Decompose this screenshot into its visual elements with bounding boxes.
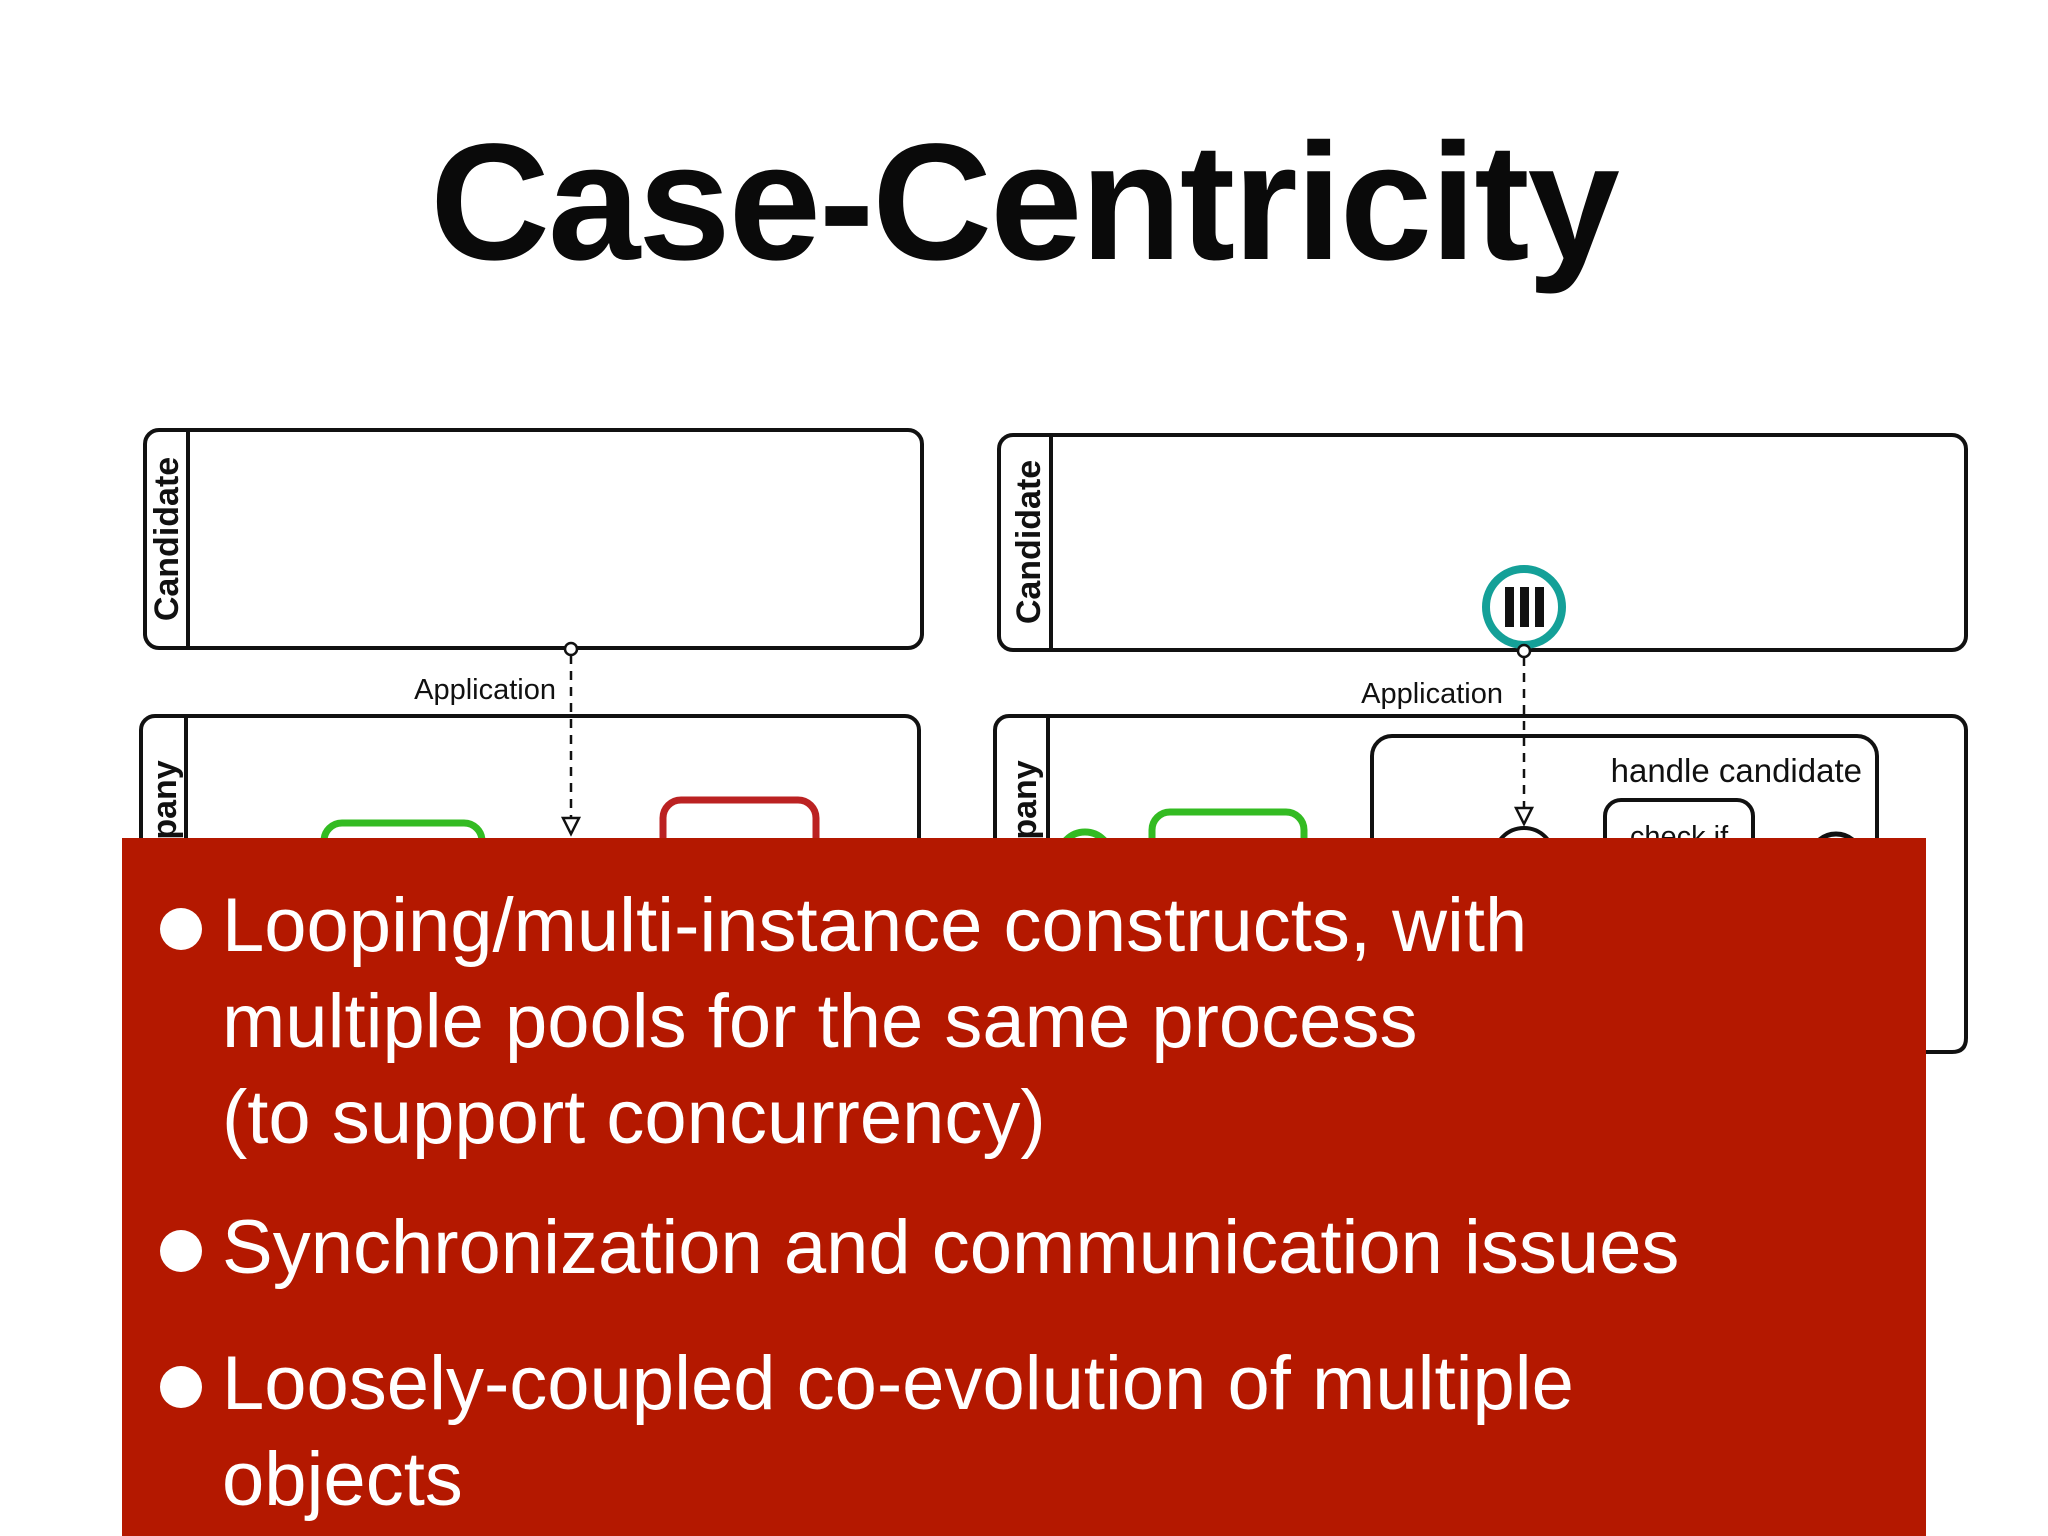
message-receive-event — [1499, 826, 1549, 838]
left-candidate-pool: Candidate — [143, 428, 924, 650]
right-diagram-visible-edge — [1926, 838, 1968, 1054]
right-company-label: pany — [1006, 760, 1044, 839]
right-application-label: Application — [1361, 678, 1503, 710]
bullet-2-line-1: Synchronization and communication issues — [222, 1205, 1680, 1290]
bullet-dot — [160, 1230, 202, 1272]
subprocess-event-right — [1817, 831, 1855, 838]
right-candidate-pool: Candidate — [997, 433, 1968, 652]
slide-title: Case-Centricity — [430, 110, 1620, 295]
right-candidate-label: Candidate — [1010, 460, 1048, 624]
bullet-1-line-3: (to support concurrency) — [222, 1075, 1046, 1160]
check-task — [1603, 798, 1755, 838]
multi-instance-marker — [1482, 565, 1566, 649]
bullet-dot — [160, 908, 202, 950]
ellipsis: … — [1930, 846, 1960, 879]
left-candidate-label: Candidate — [148, 457, 186, 621]
right-green-task — [1148, 808, 1308, 838]
right-green-start-event — [1063, 828, 1107, 838]
left-company-pool: pany — [139, 714, 921, 839]
bullet-3-line-2: objects — [222, 1437, 463, 1522]
bullet-text-2: Synchronization and communication issues — [222, 1200, 1902, 1296]
bullet-dot — [160, 1366, 202, 1408]
left-message-flow: Application — [414, 641, 582, 837]
subprocess-label: handle candidate — [1611, 752, 1862, 789]
left-diagram: Candidate Application pany — [139, 428, 924, 839]
bullet-text-1: Looping/multi-instance constructs, with … — [222, 878, 1902, 1166]
bullet-text-3: Loosely-coupled co-evolution of multiple… — [222, 1336, 1902, 1528]
right-diagram: Candidate Application pany — [993, 433, 1968, 879]
bullet-1-line-2: multiple pools for the same process — [222, 979, 1418, 1064]
bullet-1-line-1: Looping/multi-instance constructs, with — [222, 883, 1528, 968]
handle-candidate-subprocess: handle candidate check if — [1370, 734, 1879, 853]
check-task-label: check if — [1630, 821, 1729, 853]
bullet-overlay: Looping/multi-instance constructs, with … — [122, 838, 1926, 1536]
left-red-task — [659, 796, 820, 838]
left-green-task — [320, 819, 486, 838]
right-message-flow: Application — [1361, 643, 1535, 827]
bullet-3-line-1: Loosely-coupled co-evolution of multiple — [222, 1341, 1574, 1426]
left-application-label: Application — [414, 674, 556, 706]
left-company-label: pany — [146, 760, 184, 839]
right-company-pool: pany handle candidate check if … — [993, 714, 1968, 879]
